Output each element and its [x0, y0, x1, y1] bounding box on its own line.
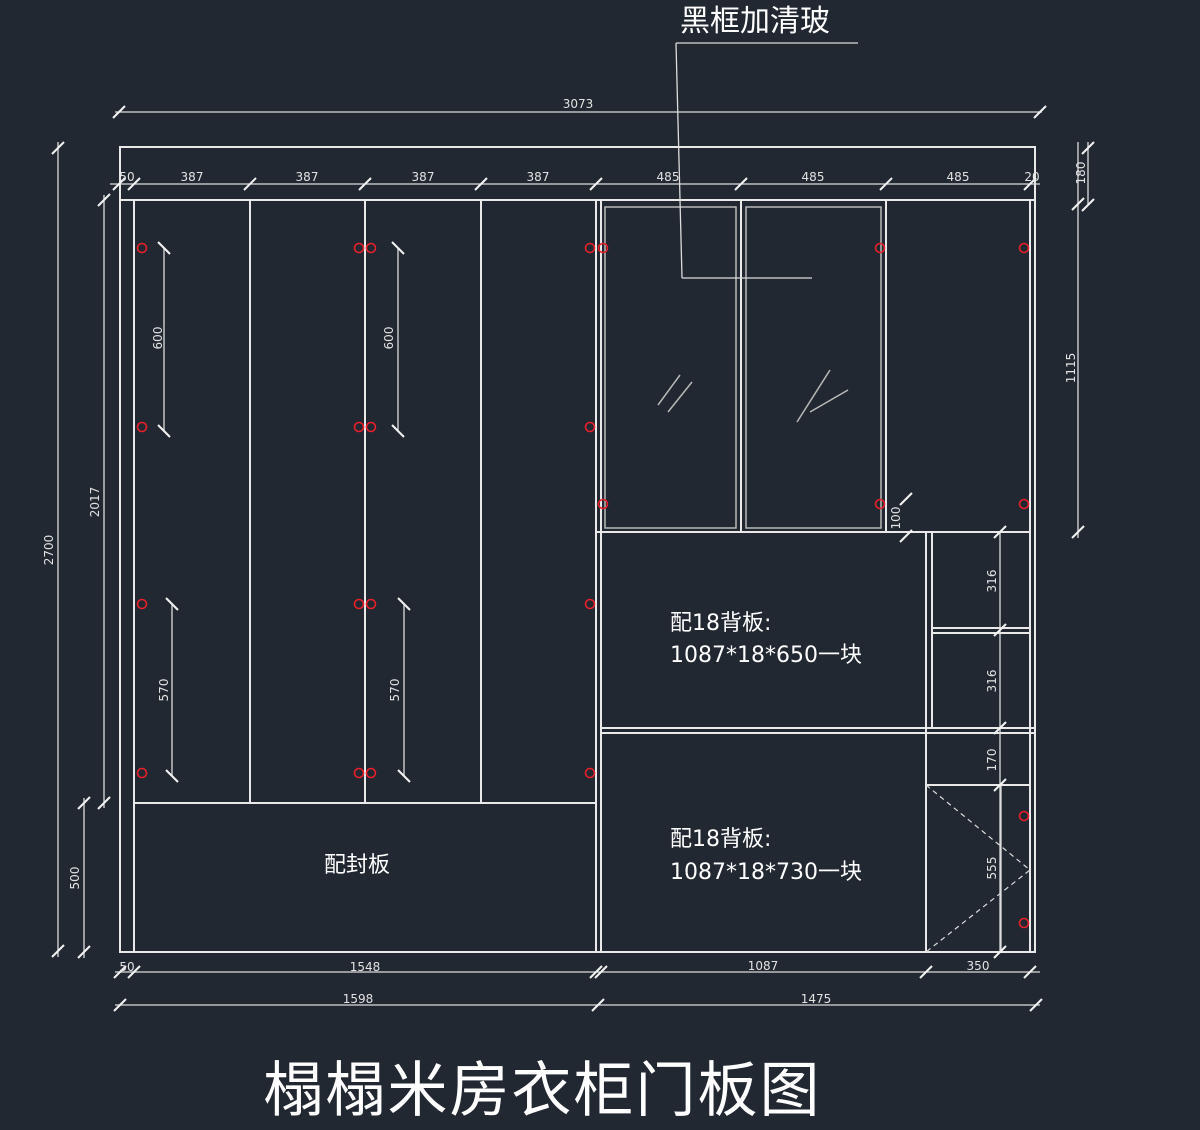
dim-top-7: 485 [947, 170, 970, 184]
dim-bottom-3: 350 [967, 959, 990, 973]
bottom-dimension-lines [113, 965, 1043, 1012]
lower-back-panel-label-1: 配18背板: [670, 827, 771, 852]
dim-top-3: 387 [412, 170, 435, 184]
dim-overall-width: 3073 [563, 97, 594, 111]
dim-bottom-0: 50 [119, 960, 134, 974]
seal-board-label: 配封板 [324, 853, 390, 878]
upper-back-panel-label-2: 1087*18*650一块 [670, 643, 862, 668]
left-dimension-lines [51, 141, 111, 959]
dim-top-5: 485 [657, 170, 680, 184]
dim-top-1: 387 [181, 170, 204, 184]
cabinet-outline [119, 146, 1036, 953]
dim-top-6: 485 [802, 170, 825, 184]
compartments [601, 532, 1035, 953]
dim-top-8: 20 [1024, 170, 1039, 184]
dim-left-door: 2017 [88, 487, 102, 518]
dim-handle-upper-right: 600 [382, 327, 396, 350]
dim-left-base: 500 [68, 867, 82, 890]
dim-left-overall: 2700 [42, 535, 56, 566]
dim-shelf-1: 316 [985, 670, 999, 693]
dim-gap: 100 [889, 507, 903, 530]
callout-label: 黑框加清玻 [680, 4, 830, 39]
dim-top-4: 387 [527, 170, 550, 184]
dim-total-left: 1598 [343, 992, 374, 1006]
dim-right-upper: 1115 [1064, 353, 1078, 384]
dim-handle-upper-left: 600 [151, 327, 165, 350]
dim-shelf-2: 170 [985, 749, 999, 772]
dim-bottom-1: 1548 [350, 960, 381, 974]
page-title: 榻榻米房衣柜门板图 [263, 1056, 822, 1126]
dim-total-right: 1475 [801, 992, 832, 1006]
handle-dimension-lines [157, 241, 411, 783]
dim-bottom-2: 1087 [748, 959, 779, 973]
left-door-panels [134, 200, 597, 952]
dim-top-2: 387 [296, 170, 319, 184]
glass-doors [596, 200, 1031, 952]
callout-leader [675, 42, 858, 279]
dim-handle-lower-left: 570 [157, 679, 171, 702]
hinge-markers [136, 242, 1030, 929]
dim-handle-lower-right: 570 [388, 679, 402, 702]
top-dimension-lines [110, 105, 1047, 191]
upper-back-panel-label-1: 配18背板: [670, 611, 771, 636]
dim-right-top: 180 [1074, 162, 1088, 185]
dim-shelf-3: 555 [985, 857, 999, 880]
lower-back-panel-label-2: 1087*18*730一块 [670, 860, 862, 885]
dim-shelf-0: 316 [985, 570, 999, 593]
dim-top-0: 50 [119, 170, 134, 184]
right-dimension-lines [899, 141, 1095, 959]
